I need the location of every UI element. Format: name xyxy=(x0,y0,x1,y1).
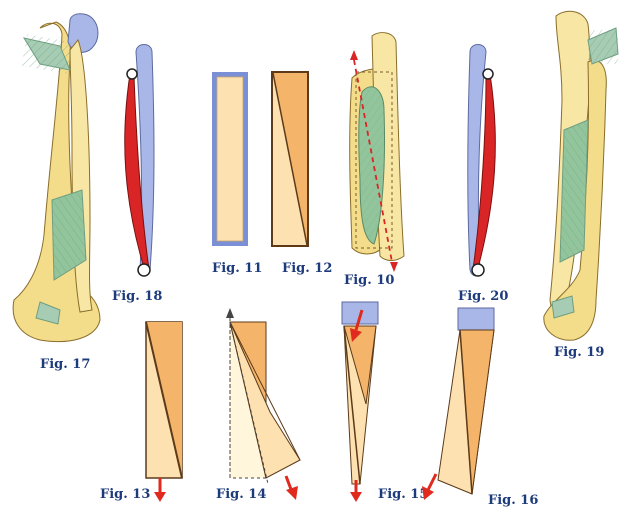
fig11-label: Fig. 11 xyxy=(212,261,262,276)
fig10-axis-arrow-top xyxy=(350,50,358,60)
fig12-label: Fig. 12 xyxy=(282,261,332,276)
fig16-blue-cap xyxy=(458,308,494,330)
fig16-split-rectangle xyxy=(422,308,494,500)
fig10-axis-arrow-bottom xyxy=(390,262,398,272)
fig14-arrow-head xyxy=(286,486,298,500)
fig18-label: Fig. 18 xyxy=(112,289,162,304)
fig15-bottom-arrow-head xyxy=(350,492,362,502)
fig10-forearm-illustration xyxy=(350,33,404,272)
fig15-label: Fig. 15 xyxy=(378,487,428,502)
fig18-top-joint xyxy=(127,69,137,79)
fig20-top-joint xyxy=(483,69,493,79)
fig17-forearm-illustration xyxy=(13,14,100,342)
fig12-split-rectangle xyxy=(272,72,308,246)
fig14-split-rectangle xyxy=(226,308,300,500)
fig20-label: Fig. 20 xyxy=(458,289,508,304)
fig19-forearm-illustration xyxy=(544,11,618,340)
fig16-arrow-shaft xyxy=(428,474,436,490)
fig13-label: Fig. 13 xyxy=(100,487,150,502)
fig20-bottom-joint xyxy=(472,264,484,276)
fig16-label: Fig. 16 xyxy=(488,493,538,508)
fig17-label: Fig. 17 xyxy=(40,357,90,372)
fig20-bone-muscle-diagram xyxy=(468,45,496,277)
fig15-split-rectangle xyxy=(342,302,378,502)
fig19-label: Fig. 19 xyxy=(554,345,604,360)
fig10-label: Fig. 10 xyxy=(344,273,394,288)
fig13-split-rectangle xyxy=(146,322,182,502)
fig18-bone-muscle-diagram xyxy=(125,45,154,277)
fig11-rectangle xyxy=(212,72,248,246)
fig18-bottom-joint xyxy=(138,264,150,276)
fig13-arrow-head xyxy=(154,492,166,502)
fig14-label: Fig. 14 xyxy=(216,487,266,502)
